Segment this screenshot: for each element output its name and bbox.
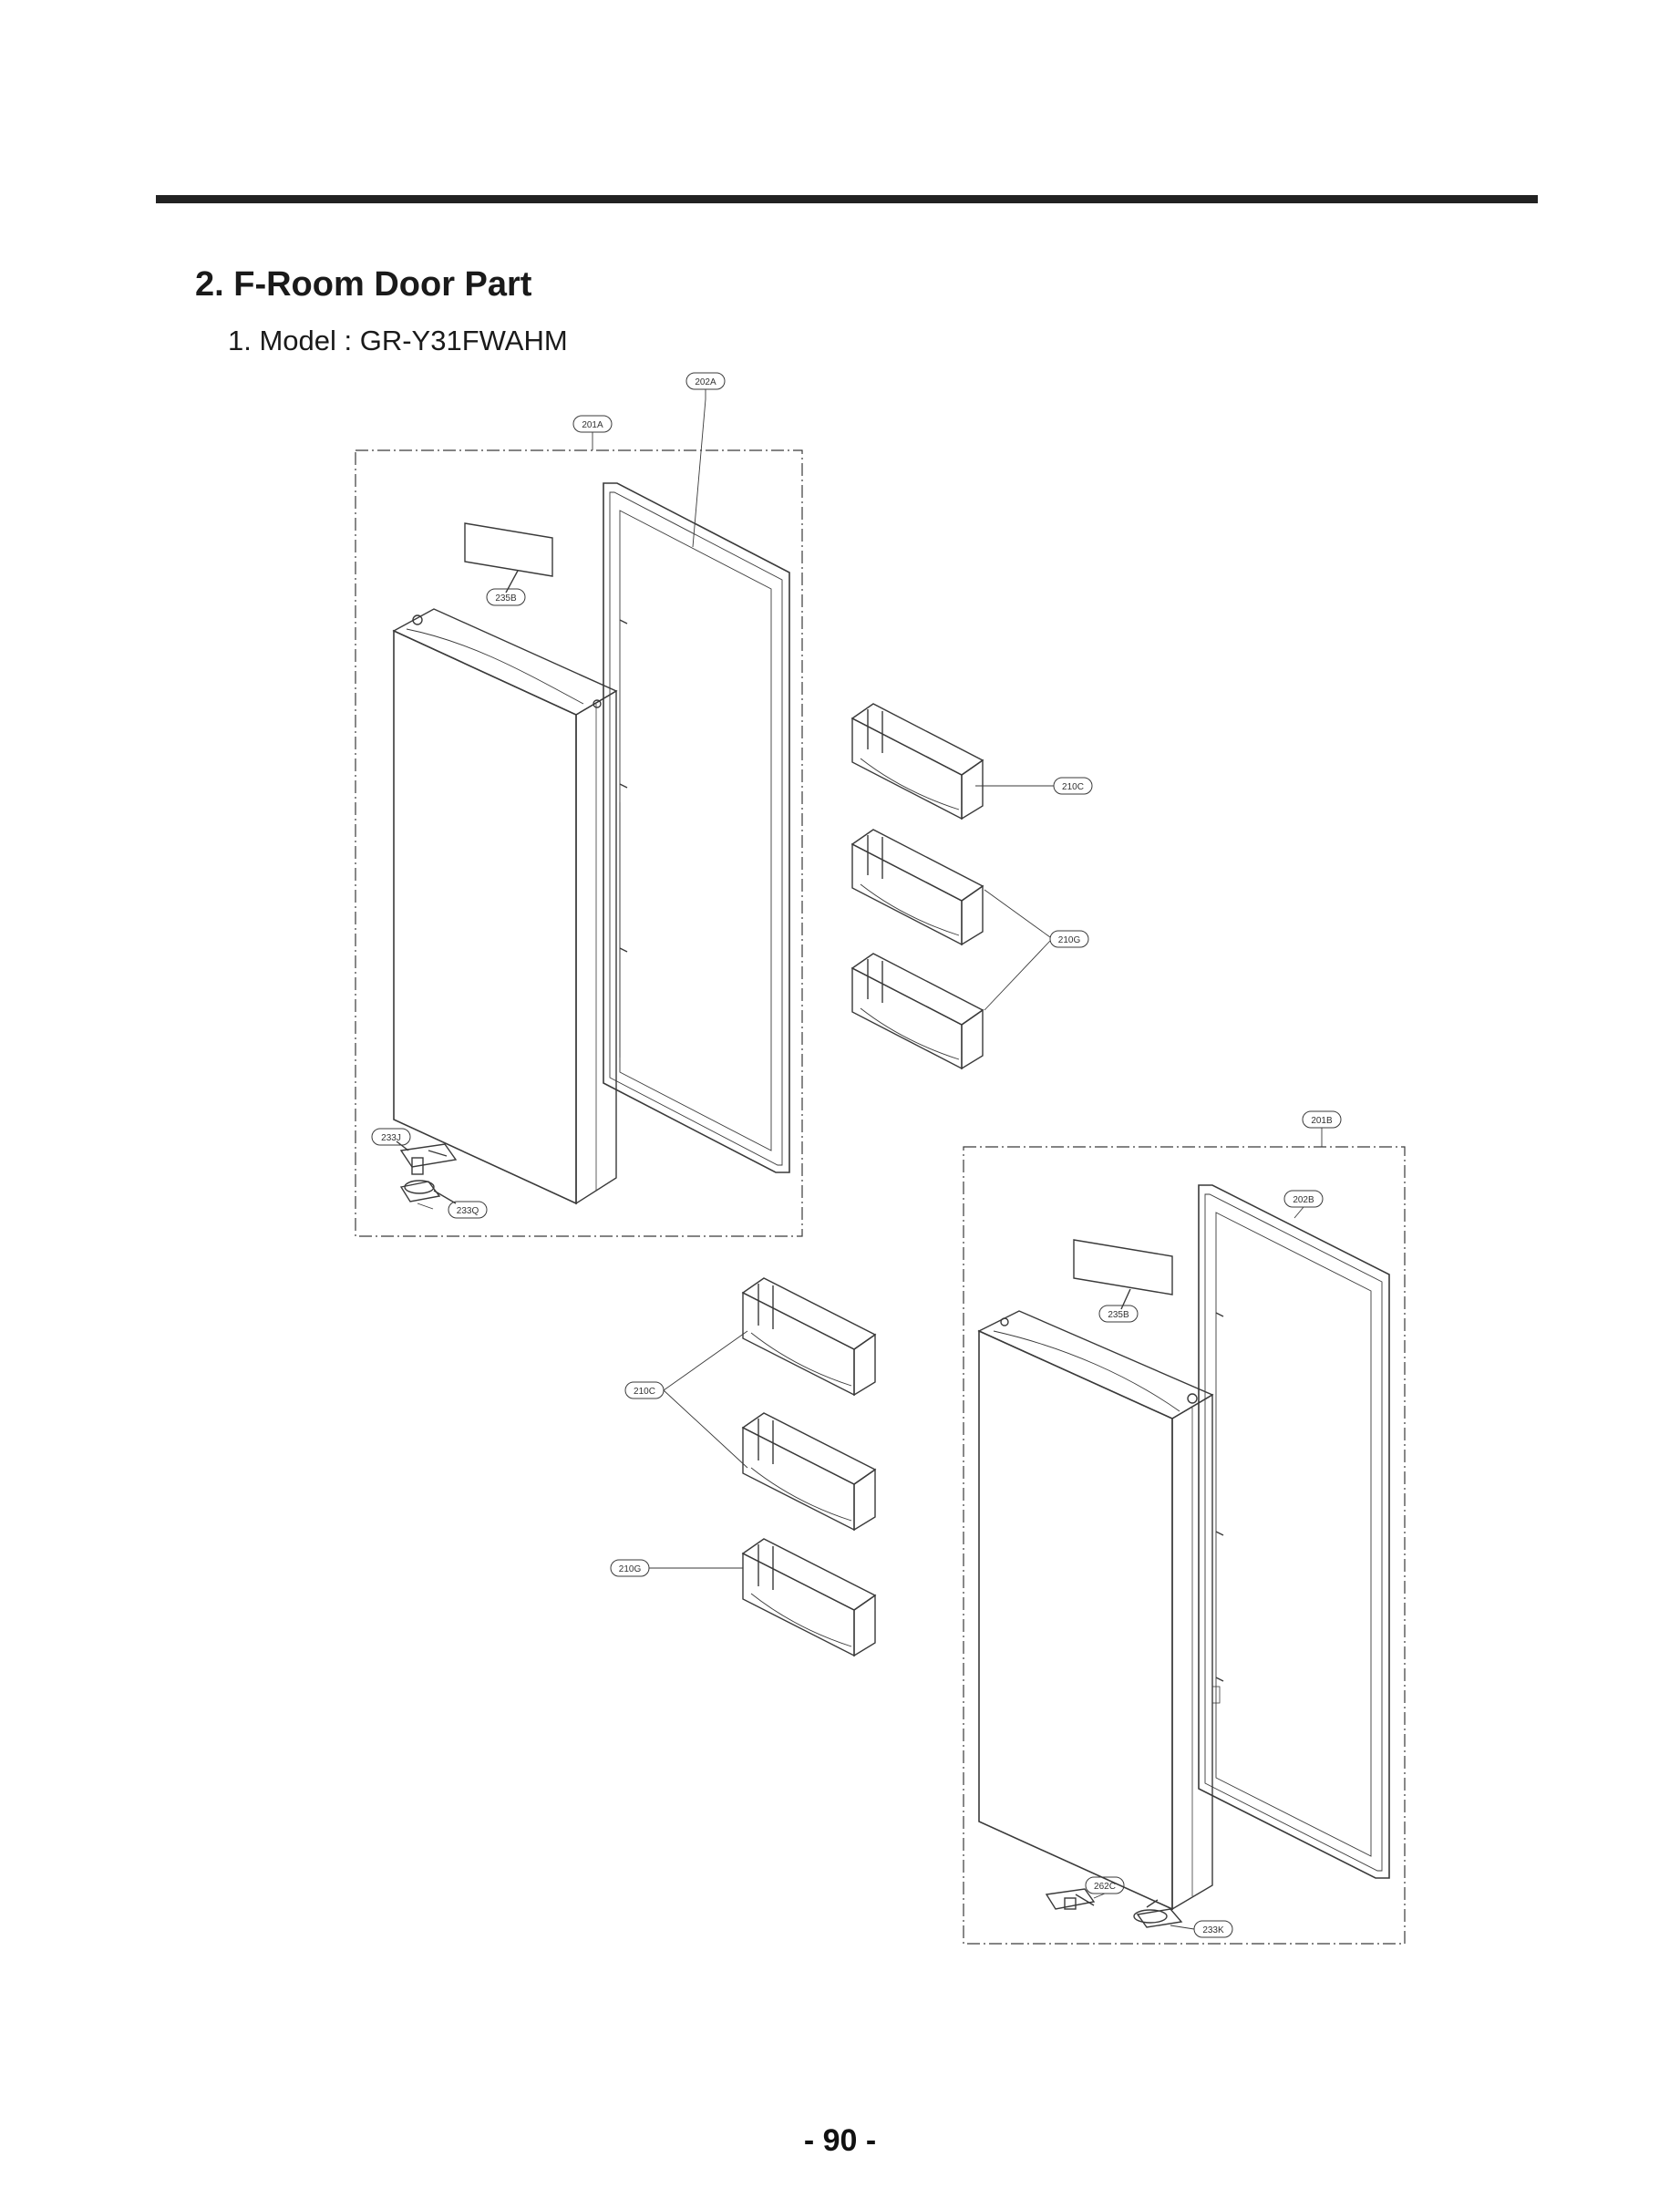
callout-201b: 201B — [1302, 1110, 1342, 1129]
left-assembly-boundary — [355, 449, 803, 1237]
svg-text:233J: 233J — [381, 1133, 401, 1143]
callout-210g-left: 210G — [610, 1559, 650, 1577]
hinge-262c — [1045, 1888, 1096, 1910]
svg-text:201A: 201A — [582, 420, 603, 430]
callout-210c-right: 210C — [1053, 777, 1093, 795]
right-assembly-boundary — [963, 1146, 1406, 1945]
callout-201a: 201A — [572, 415, 613, 433]
svg-text:210C: 210C — [634, 1387, 655, 1397]
bin-210c-left-2 — [741, 1412, 877, 1532]
svg-text:233K: 233K — [1202, 1925, 1224, 1935]
svg-text:210C: 210C — [1062, 782, 1084, 792]
callout-210g-right: 210G — [1049, 930, 1089, 948]
bin-210g-right-2 — [850, 953, 984, 1070]
bin-210g-left — [741, 1538, 877, 1657]
right-door-panel — [977, 1310, 1221, 1911]
model-line: 1. Model : GR-Y31FWAHM — [228, 325, 568, 356]
callout-262c: 262C — [1085, 1876, 1125, 1894]
svg-text:262C: 262C — [1094, 1882, 1116, 1892]
hinge-233j — [399, 1143, 458, 1175]
hinge-233q — [399, 1180, 457, 1204]
callout-233k: 233K — [1193, 1920, 1233, 1938]
left-door-assembly — [355, 449, 803, 1237]
bin-210c-right — [850, 703, 984, 820]
svg-text:202B: 202B — [1293, 1195, 1314, 1205]
bin-210g-right-1 — [850, 829, 984, 946]
callout-235b-lower: 235B — [1098, 1305, 1139, 1323]
gasket-202b — [1198, 1184, 1390, 1879]
section-title: 2. F-Room Door Part — [195, 265, 532, 304]
label-strip-235b-lower — [1073, 1239, 1173, 1295]
callout-202a: 202A — [685, 372, 726, 390]
svg-text:235B: 235B — [1108, 1310, 1129, 1320]
hinge-233k — [1133, 1899, 1183, 1928]
callout-233j: 233J — [371, 1128, 411, 1146]
callout-202b: 202B — [1283, 1190, 1324, 1208]
svg-text:201B: 201B — [1311, 1116, 1333, 1126]
svg-text:210G: 210G — [1058, 935, 1081, 945]
label-strip-235b-upper — [464, 522, 553, 577]
callout-235b-upper: 235B — [486, 588, 526, 606]
left-door-panel — [392, 608, 621, 1205]
gasket-202a — [603, 482, 790, 1173]
header-rule — [156, 195, 1538, 203]
svg-text:235B: 235B — [495, 593, 517, 604]
callout-210c-left: 210C — [624, 1381, 665, 1399]
bin-210c-left-1 — [741, 1277, 877, 1397]
callout-233q: 233Q — [448, 1201, 488, 1219]
svg-text:210G: 210G — [619, 1564, 642, 1574]
leader-lines — [417, 389, 1323, 1930]
right-door-assembly — [963, 1146, 1406, 1945]
svg-text:202A: 202A — [695, 377, 716, 387]
svg-text:233Q: 233Q — [457, 1206, 479, 1216]
page-number: - 90 - — [803, 2123, 877, 2158]
